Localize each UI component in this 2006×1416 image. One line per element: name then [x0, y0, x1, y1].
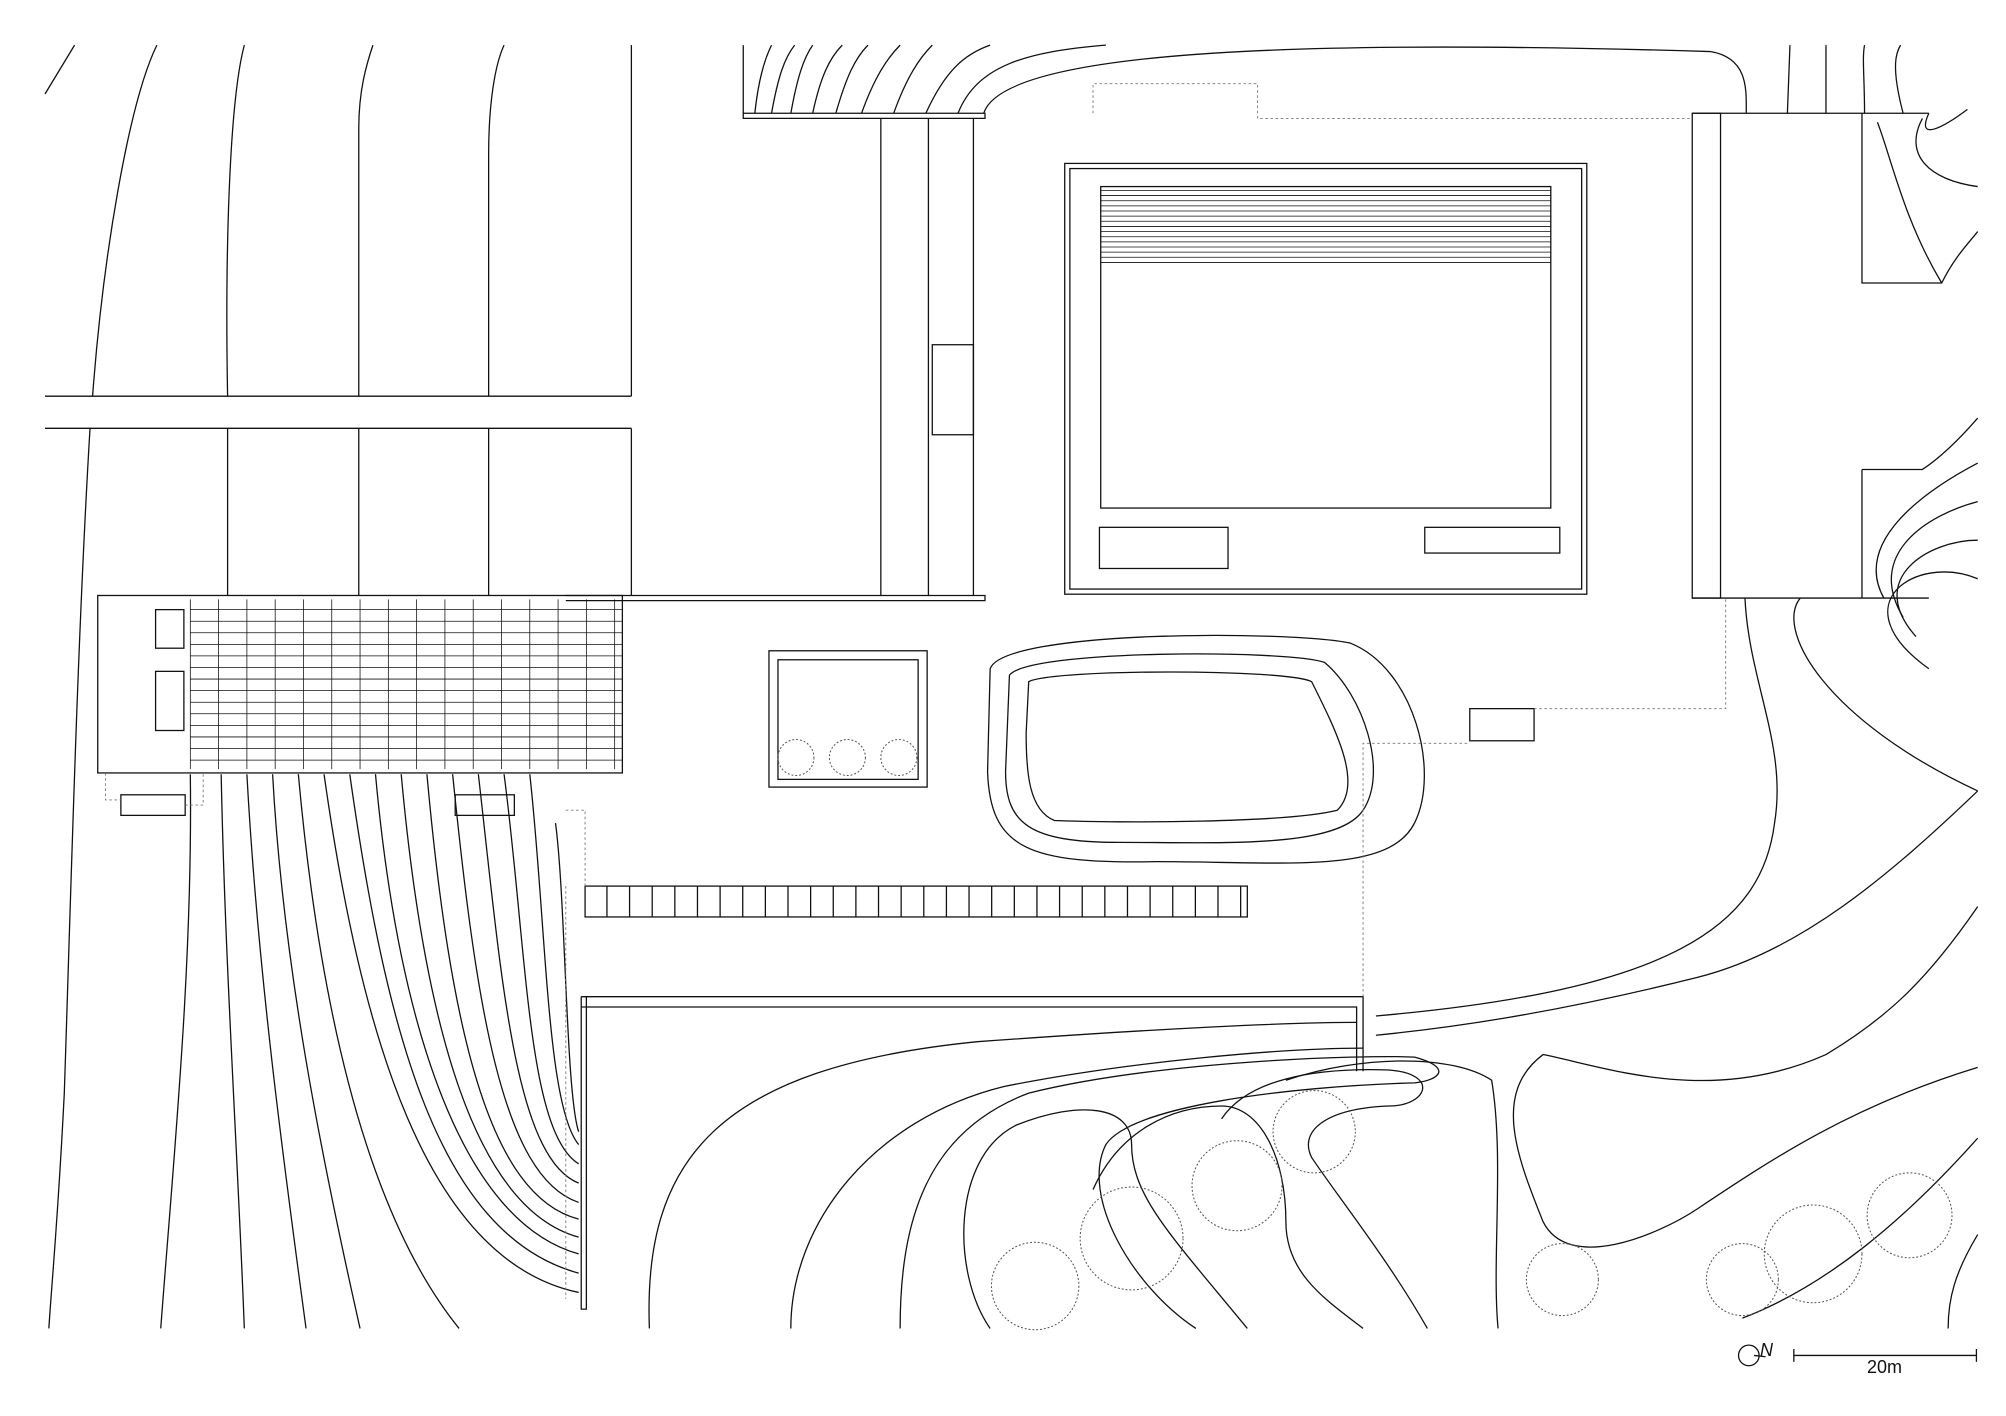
- buildings: [97, 112, 1929, 1310]
- stair-west: [120, 794, 186, 817]
- scale-bar: [1793, 1349, 1978, 1362]
- paths-dashed: [104, 83, 1727, 1299]
- contour-lines-west: [44, 44, 633, 1329]
- trees: [777, 738, 1953, 1331]
- stair-east: [1469, 708, 1535, 742]
- stair-middle: [454, 794, 516, 817]
- roof-grid: [189, 599, 623, 770]
- contour-lines-south: [648, 1021, 1499, 1329]
- hall-seating: [1100, 190, 1551, 263]
- courtyard: [768, 650, 928, 788]
- scale-label: 20m: [1867, 1357, 1903, 1377]
- roof-grid-building: [97, 594, 624, 774]
- north-label: N: [1760, 1340, 1773, 1360]
- bench-segments: [606, 886, 1242, 917]
- bench-row: [584, 885, 1248, 918]
- pond: [986, 634, 1425, 864]
- east-wall: [1691, 112, 1722, 599]
- annex-block: [931, 344, 975, 436]
- main-hall: [1064, 162, 1588, 595]
- contour-lines-north: [742, 44, 1979, 284]
- contour-lines-east: [1375, 417, 1979, 1329]
- north-arrow: [1737, 1344, 1766, 1367]
